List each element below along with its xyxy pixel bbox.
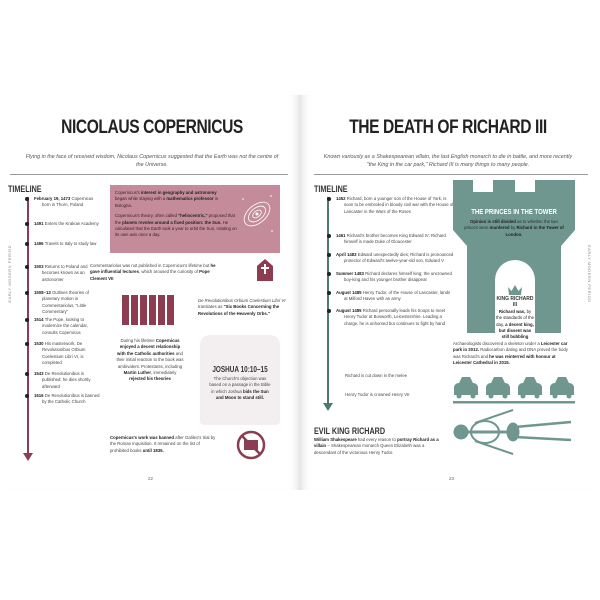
timeline-event: 1514 The Pope, looking to modernize the … xyxy=(25,317,102,336)
side-label: EARLY MODERN PERIOD xyxy=(587,245,592,303)
timeline-event: August 1485 Richard personally leads his… xyxy=(327,308,454,327)
timeline-dot xyxy=(25,372,29,376)
timeline-note: Henry Tudor is crowned Henry VII xyxy=(345,392,410,397)
timeline-dot xyxy=(25,318,29,322)
timeline-dot xyxy=(25,242,29,246)
left-page: NICOLAUS COPERNICUS Flying in the face o… xyxy=(4,95,300,490)
bible-box: JOSHUA 10:10–15 The Church's objection w… xyxy=(200,335,280,425)
page-number: 22 xyxy=(148,476,154,481)
evil-king-heading: EVIL KING RICHARD xyxy=(314,426,386,436)
timeline-event: 1452 Richard, born a younger son of the … xyxy=(327,196,454,215)
divider xyxy=(10,174,288,175)
arrow-down-icon xyxy=(23,453,33,461)
timeline-dot xyxy=(25,342,29,346)
timeline-event: 1496 Travels to Italy to study law xyxy=(25,241,102,247)
page-title: THE DEATH OF RICHARD III xyxy=(349,117,547,138)
timeline-dot xyxy=(327,234,331,238)
timeline-event: Summer 1483 Richard declares himself kin… xyxy=(327,271,454,284)
right-page: THE DEATH OF RICHARD III Known variously… xyxy=(300,95,596,490)
timeline-dot xyxy=(327,291,331,295)
timeline-heading: TIMELINE xyxy=(8,184,42,194)
page-subtitle: Flying in the face of received wisdom, N… xyxy=(25,154,279,168)
timeline-event: 1616 De Revolutionibus is banned by the … xyxy=(25,393,102,406)
timeline-dot xyxy=(25,265,29,269)
timeline-event: April 1483 Edward unexpectedly dies; Ric… xyxy=(327,252,454,265)
timeline-event: 1503 Returns to Poland and becomes known… xyxy=(25,264,102,283)
timeline-event: 1543 De Revolutionibus is published; he … xyxy=(25,371,102,390)
solar-system-icon xyxy=(242,195,273,232)
timeline-event: 1530 His masterwork, De Revolutionibus O… xyxy=(25,341,102,367)
timeline-note: Richard is cut down in the melee xyxy=(345,373,408,378)
page-subtitle: Known variously as a Shakespearean villa… xyxy=(323,154,573,168)
papal-mitre-icon xyxy=(257,259,273,281)
timeline-dot xyxy=(327,197,331,201)
timeline-event: August 1485 Henry Tudor, of the House of… xyxy=(327,290,454,303)
princes-panel: THE PRINCES IN THE TOWER Opinion is stil… xyxy=(464,207,564,237)
cars-icon xyxy=(453,377,575,404)
crown-icon xyxy=(508,285,522,295)
heliocentric-box: Copernicus's interest in geography and a… xyxy=(110,185,280,253)
timeline-dot xyxy=(25,222,29,226)
timeline-dot xyxy=(25,291,29,295)
books-icon xyxy=(122,295,174,325)
side-label: EARLY MODERN PERIOD xyxy=(7,245,12,303)
timeline-line xyxy=(27,197,29,455)
timeline-event: 1508–13 Outlines theories of planetary m… xyxy=(25,290,102,316)
skeleton-icon xyxy=(453,409,572,455)
divider xyxy=(314,174,588,175)
arrow-down-icon xyxy=(323,403,333,411)
timeline-dot xyxy=(327,253,331,257)
tower-icon xyxy=(453,180,575,333)
timeline-dot xyxy=(327,309,331,313)
timeline-event: 1461 Richard's brother becomes King Edwa… xyxy=(327,233,454,246)
timeline-dot xyxy=(25,394,29,398)
banned-book-icon xyxy=(236,430,266,460)
timeline-heading: TIMELINE xyxy=(314,184,348,194)
page-title: NICOLAUS COPERNICUS xyxy=(61,117,243,138)
timeline-dot xyxy=(327,272,331,276)
timeline-line xyxy=(327,197,329,405)
timeline-dot xyxy=(25,197,29,201)
timeline-event: February 19, 1473 Copernicus born in Tho… xyxy=(25,196,102,209)
timeline-event: 1491 Enters the Krakow Academy xyxy=(25,221,102,227)
page-number: 23 xyxy=(449,476,455,481)
